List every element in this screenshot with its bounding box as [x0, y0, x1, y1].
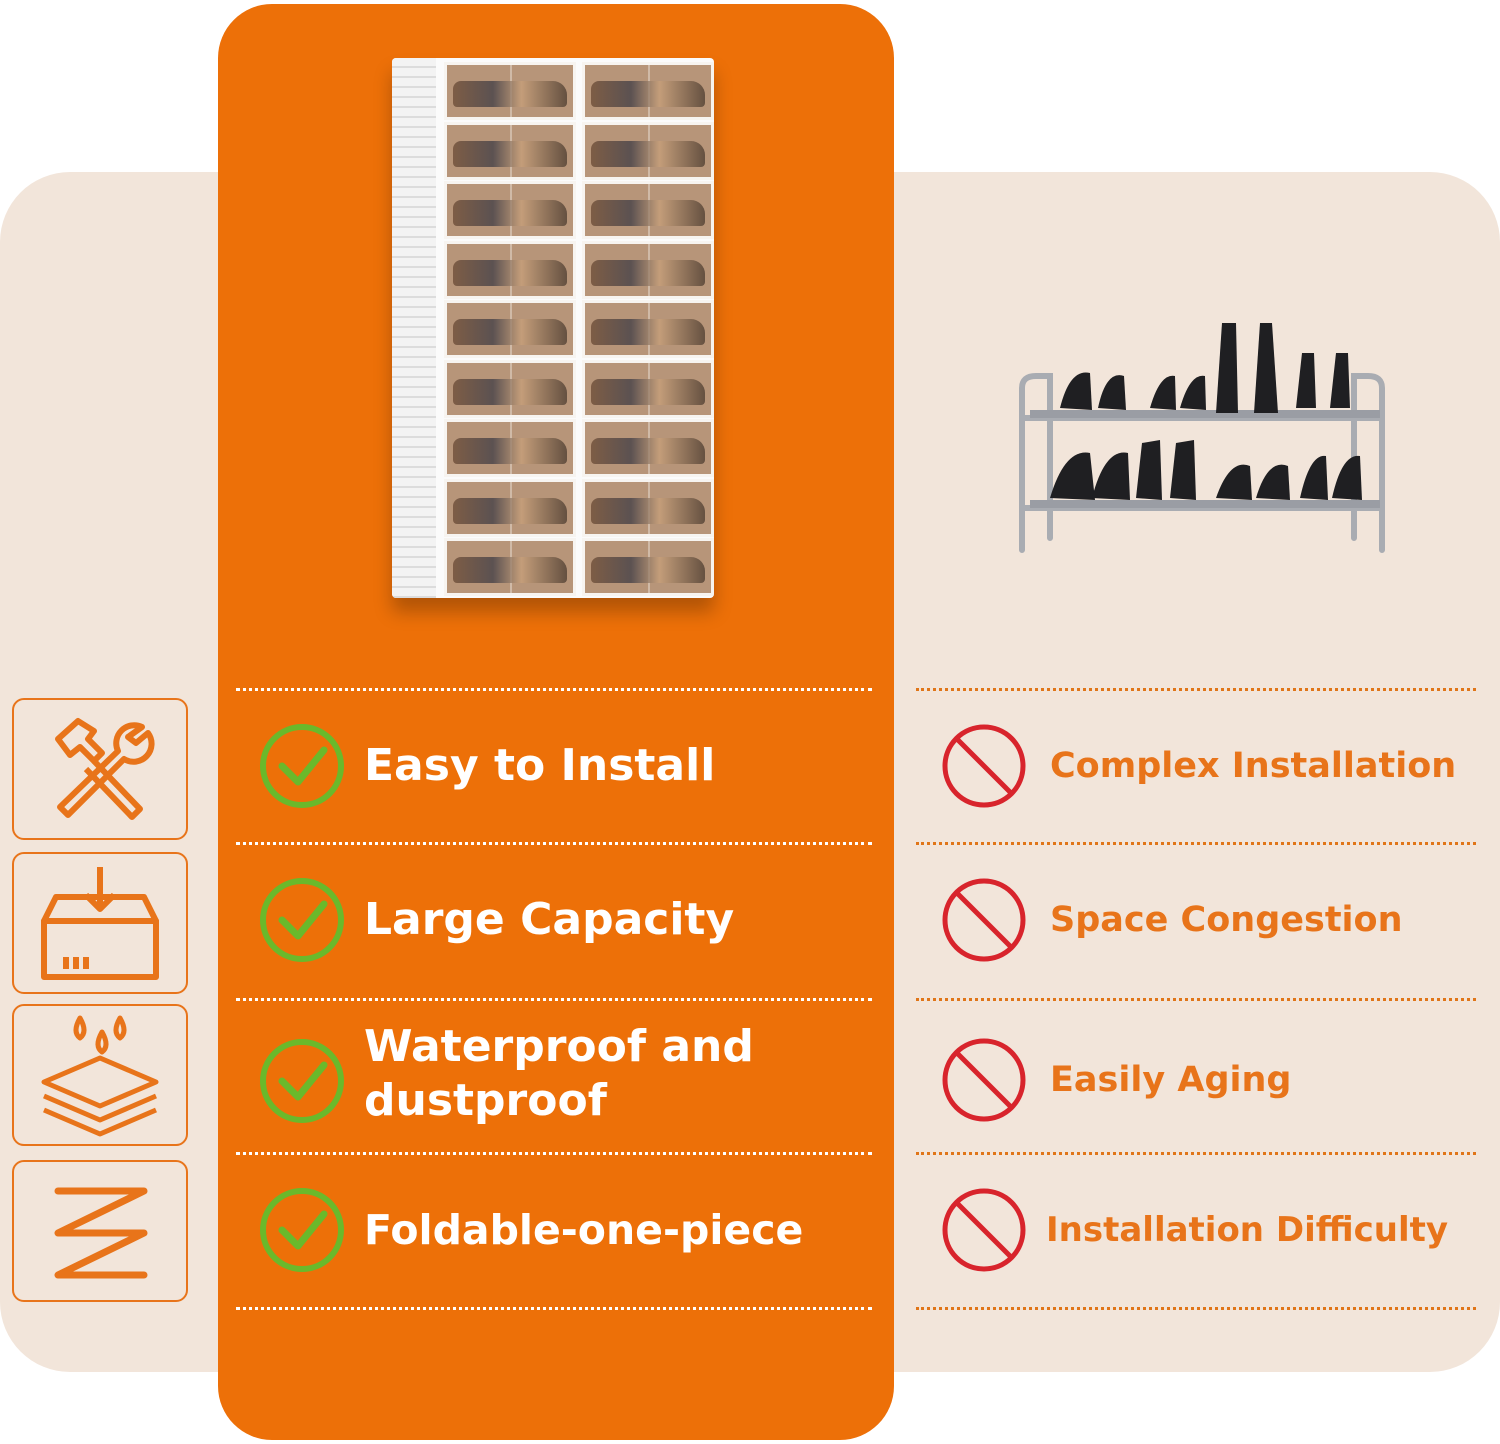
disadvantage-label: Easily Aging — [1050, 1060, 1292, 1100]
divider — [916, 688, 1476, 691]
hammer-wrench-icon — [55, 718, 155, 820]
cabinet-drawer — [582, 121, 714, 180]
cabinet-drawer — [582, 359, 714, 418]
advantage-label: Large Capacity — [364, 894, 735, 945]
divider — [236, 688, 872, 691]
cabinet-drawer — [582, 181, 714, 239]
prohibited-icon — [942, 1038, 1026, 1122]
divider — [236, 998, 872, 1001]
advantage-item: Waterproof and dustproof — [258, 1020, 784, 1128]
divider — [236, 1152, 872, 1155]
cabinet-drawer — [444, 181, 576, 239]
cabinet-drawer — [582, 538, 714, 596]
advantage-label: Foldable-one-piece — [364, 1206, 804, 1254]
install-feature-box — [12, 698, 188, 840]
cabinet-side — [392, 58, 436, 598]
divider — [916, 998, 1476, 1001]
cabinet-drawer — [582, 478, 714, 537]
product-image — [392, 58, 714, 598]
prohibited-icon — [942, 724, 1026, 808]
capacity-feature-box — [12, 852, 188, 994]
cabinet-drawer — [444, 419, 576, 477]
divider — [916, 1152, 1476, 1155]
disadvantage-label: Installation Difficulty — [1046, 1210, 1449, 1250]
prohibited-icon — [942, 1188, 1026, 1272]
check-circle-icon — [260, 724, 344, 808]
cabinet-drawer — [582, 62, 714, 120]
cabinet-drawer — [582, 300, 714, 358]
divider — [916, 842, 1476, 845]
disadvantage-item: Installation Difficulty — [940, 1186, 1448, 1274]
advantage-label: Easy to Install — [364, 740, 716, 791]
prohibited-icon — [942, 878, 1026, 962]
advantage-item: Large Capacity — [258, 876, 734, 964]
cabinet-drawer — [444, 121, 576, 180]
advantage-label: Waterproof and dustproof — [364, 1021, 754, 1126]
disadvantage-item: Easily Aging — [940, 1036, 1291, 1124]
waterproof-feature-box — [12, 1004, 188, 1146]
disadvantage-label: Complex Installation — [1050, 746, 1457, 786]
check-circle-icon — [260, 878, 344, 962]
fold-zigzag-icon — [54, 1187, 148, 1279]
foldable-feature-box — [12, 1160, 188, 1302]
advantage-item: Easy to Install — [258, 722, 715, 810]
cabinet-drawer — [444, 62, 576, 120]
cabinet-drawer — [582, 240, 714, 299]
water-layers-icon — [41, 1015, 159, 1137]
advantage-item: Foldable-one-piece — [258, 1186, 803, 1274]
cabinet-drawer — [444, 478, 576, 537]
check-circle-icon — [260, 1188, 344, 1272]
box-download-icon — [41, 867, 159, 980]
competitor-image — [1019, 323, 1385, 553]
check-circle-icon — [260, 1039, 344, 1123]
disadvantage-item: Complex Installation — [940, 722, 1456, 810]
disadvantage-item: Space Congestion — [940, 876, 1403, 964]
cabinet-drawer — [582, 419, 714, 477]
disadvantage-label: Space Congestion — [1050, 900, 1403, 940]
cabinet-drawer — [444, 240, 576, 299]
cabinet-drawer — [444, 300, 576, 358]
cabinet-drawer — [444, 359, 576, 418]
cabinet-drawer — [444, 538, 576, 596]
divider — [236, 842, 872, 845]
divider — [236, 1307, 872, 1310]
divider — [916, 1307, 1476, 1310]
